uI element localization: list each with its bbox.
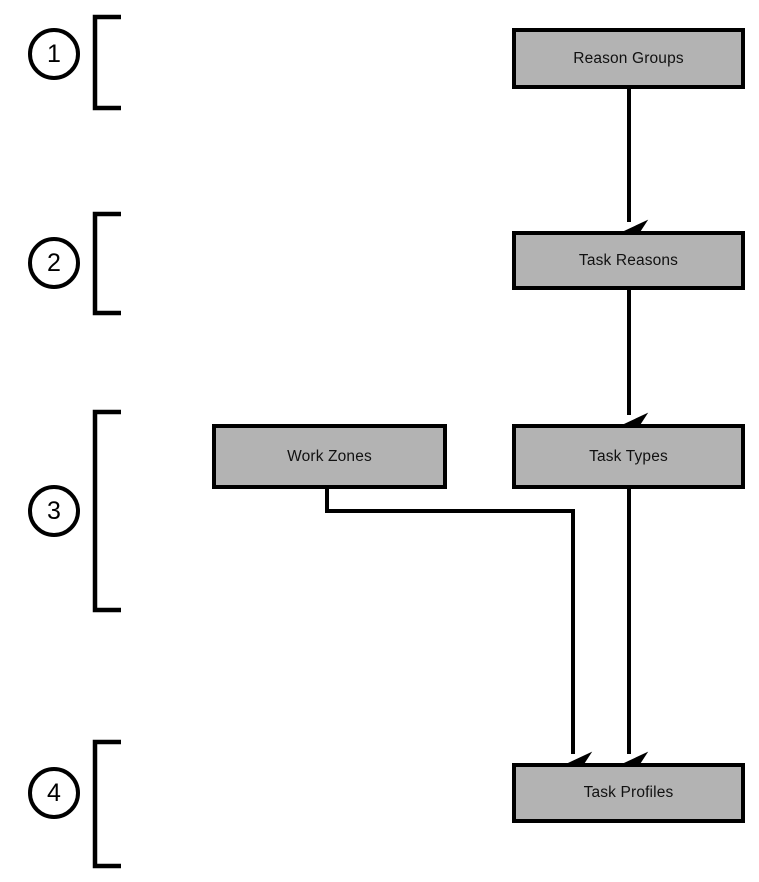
step-number-label: 3 <box>47 496 61 525</box>
step-number-label: 2 <box>47 248 61 277</box>
node-task-types[interactable]: Task Types <box>512 424 745 489</box>
step-number-label: 1 <box>47 39 61 68</box>
step-circle-4: 4 <box>28 767 80 819</box>
step-bracket-3 <box>92 409 121 613</box>
node-reason-groups[interactable]: Reason Groups <box>512 28 745 89</box>
node-label: Task Reasons <box>578 251 679 269</box>
step-number-label: 4 <box>47 778 61 807</box>
edge-work-zones-to-task-profiles <box>325 489 593 789</box>
node-label: Work Zones <box>287 447 372 465</box>
step-circle-3: 3 <box>28 485 80 537</box>
step-circle-1: 1 <box>28 28 80 80</box>
step-bracket-1 <box>92 14 121 111</box>
step-circle-2: 2 <box>28 237 80 289</box>
node-label: Task Types <box>589 447 668 465</box>
node-label: Reason Groups <box>573 49 684 67</box>
node-label: Task Profiles <box>583 784 674 802</box>
node-work-zones[interactable]: Work Zones <box>212 424 447 489</box>
node-task-profiles[interactable]: Task Profiles <box>512 763 745 823</box>
step-bracket-4 <box>92 739 121 869</box>
node-task-reasons[interactable]: Task Reasons <box>512 231 745 290</box>
step-bracket-2 <box>92 211 121 316</box>
